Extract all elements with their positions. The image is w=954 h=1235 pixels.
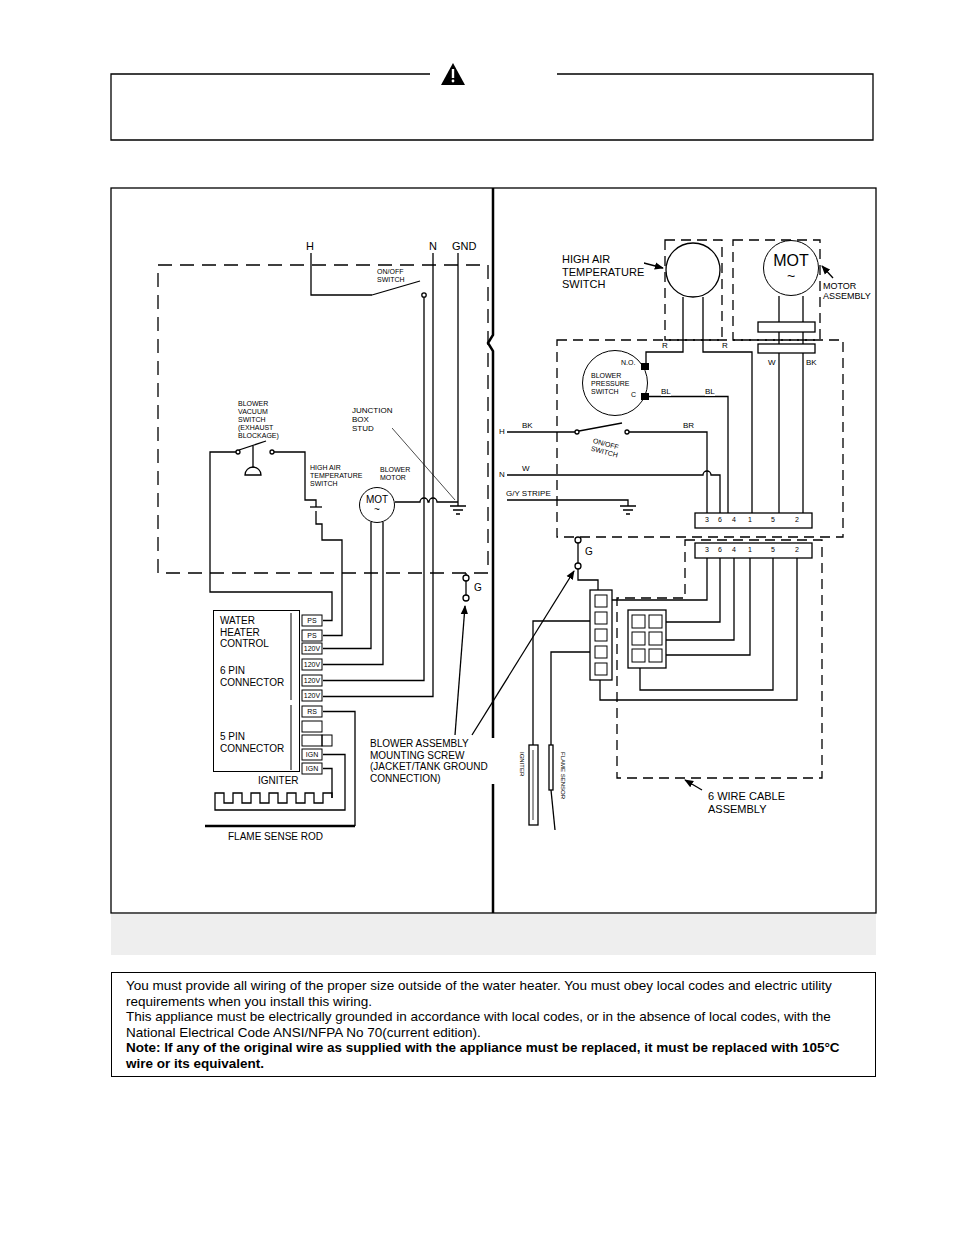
part-label: JUNCTION BOX STUD [352, 406, 392, 434]
part-label: HIGH AIR TEMPERATURE SWITCH [562, 253, 644, 291]
wire-label: R [662, 341, 668, 350]
part-label: FLAME SENSE ROD [228, 831, 323, 843]
motor-symbol: MOT~ [763, 240, 819, 296]
node-text: BLOWER PRESSURE SWITCH [591, 372, 630, 396]
wire-label: R [722, 341, 728, 350]
terminal-number: 4 [730, 516, 738, 524]
part-label: ON/OFF SWITCH [377, 268, 405, 284]
control-box: WATER HEATER CONTROL 6 PIN CONNECTOR 5 PIN… [213, 610, 300, 772]
terminal-number: 1 [746, 546, 754, 554]
node-text: ~ [787, 269, 795, 283]
terminal-number: 5 [769, 546, 777, 554]
node-text: MOT [366, 495, 388, 505]
wire-label: H [499, 427, 505, 436]
part-label: IGNITER [258, 775, 299, 787]
node-text: This appliance must be electrically grou… [126, 1009, 861, 1040]
node-text: N.O. [621, 359, 635, 367]
pin-label: 120V [303, 692, 321, 700]
terminal-number: 3 [703, 546, 711, 554]
wire-label: BK [806, 358, 817, 367]
pin-label: 120V [303, 661, 321, 669]
node-text: MOT [773, 253, 809, 269]
wire-label: W [768, 358, 776, 367]
node-text: 6 PIN CONNECTOR [220, 665, 284, 688]
part-label: MOTOR ASSEMBLY [823, 281, 871, 302]
blower-motor-symbol: MOT~ [359, 487, 395, 523]
part-label: BLOWER VACUUM SWITCH (EXHAUST BLOCKAGE) [238, 400, 279, 440]
wire-label: BL [661, 387, 671, 396]
wire-label: H [306, 240, 314, 253]
note-box: You must provide all wiring of the prope… [111, 972, 876, 1077]
node-text: You must provide all wiring of the prope… [126, 978, 861, 1009]
pin-label: PS [303, 617, 321, 625]
pin-label: PS [303, 632, 321, 640]
wire-label: W [522, 464, 530, 473]
part-label: 6 WIRE CABLE ASSEMBLY [708, 790, 808, 815]
part-label: ON/OFF SWITCH [590, 437, 621, 460]
terminal-number: 2 [793, 516, 801, 524]
wire-label: GND [452, 240, 476, 253]
part-label: G [474, 582, 482, 594]
wire-label: BR [683, 421, 694, 430]
terminal-number: 2 [793, 546, 801, 554]
node-text: 5 PIN CONNECTOR [220, 731, 284, 754]
wire-label: BK [522, 421, 533, 430]
terminal-number: 4 [730, 546, 738, 554]
terminal-number: 6 [716, 546, 724, 554]
pin-label: 120V [303, 645, 321, 653]
node-text: WATER HEATER CONTROL [220, 615, 269, 650]
terminal-number: 3 [703, 516, 711, 524]
part-label: IGNITER [518, 752, 525, 776]
wire-label: G/Y STRIPE [506, 489, 551, 498]
part-label: BLOWER ASSEMBLY MOUNTING SCREW (JACKET/T… [370, 738, 495, 784]
part-label: BLOWER MOTOR [380, 466, 410, 482]
pin-label: IGN [303, 765, 321, 773]
part-label: FLAME SENSOR [559, 752, 566, 799]
part-label: HIGH AIR TEMPERATURE SWITCH [310, 464, 362, 488]
pressure-switch: N.O. BLOWER PRESSURE SWITCHC [582, 350, 648, 416]
node-text: C [631, 391, 636, 399]
wire-label: BL [705, 387, 715, 396]
terminal-number: 1 [746, 516, 754, 524]
motor-wire [323, 522, 371, 649]
node-text: ~ [374, 505, 380, 515]
pin-label: 120V [303, 677, 321, 685]
node-text: Note: If any of the original wire as sup… [126, 1040, 861, 1071]
pin-label: RS [303, 708, 321, 716]
motor-wire [323, 522, 383, 665]
part-label: G [585, 546, 593, 558]
pin-label: IGN [303, 751, 321, 759]
wire-label: N [499, 470, 505, 479]
terminal-number: 5 [769, 516, 777, 524]
wire-label: N [429, 240, 437, 253]
terminal-number: 6 [716, 516, 724, 524]
